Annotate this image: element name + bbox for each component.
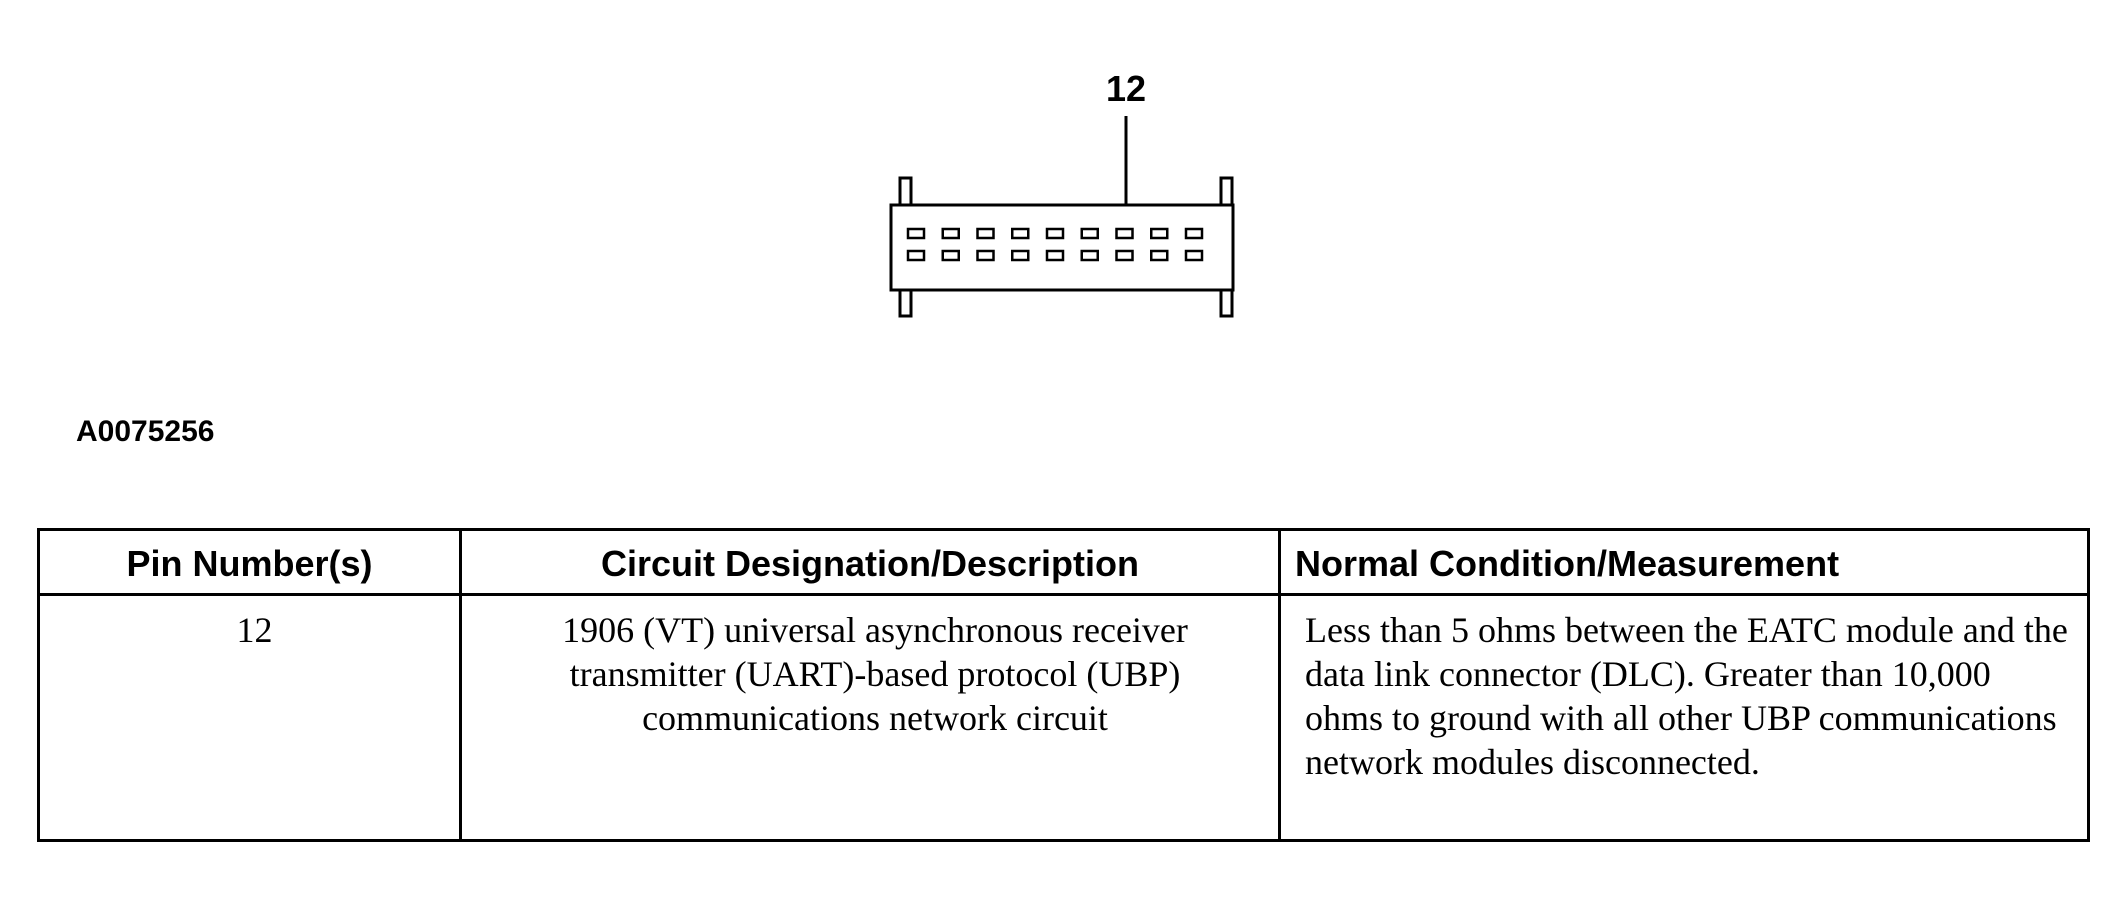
table-row: 12 1906 (VT) universal asynchronous rece… <box>37 593 2090 842</box>
header-normal-condition: Normal Condition/Measurement <box>1278 528 2090 596</box>
pin-cavity-r1-c6 <box>1080 227 1099 240</box>
connector-left-latch-bottom <box>898 286 913 318</box>
pin-cavity-r1-c4 <box>1011 227 1030 240</box>
pin-cavity-r1-c3 <box>976 227 995 240</box>
pin-cavity-r1-c2 <box>941 227 960 240</box>
header-pin-numbers: Pin Number(s) <box>37 528 462 596</box>
pin-cavity-r2-c9 <box>1184 249 1204 262</box>
pin-cavity-r2-c7 <box>1115 249 1134 262</box>
pin-cavity-r2-c8 <box>1150 249 1169 262</box>
pin-cavity-r2-c1 <box>906 249 926 262</box>
pin-cavity-r1-c7 <box>1115 227 1134 240</box>
pin-cavity-r1-c1 <box>906 227 926 240</box>
connector-body <box>889 203 1235 292</box>
cell-pin-number: 12 <box>37 593 462 842</box>
cell-normal-condition: Less than 5 ohms between the EATC module… <box>1278 593 2090 842</box>
connector-right-latch-top <box>1219 176 1234 208</box>
cell-circuit-description: 1906 (VT) universal asynchronous receive… <box>459 593 1281 842</box>
pin-cavity-r2-c2 <box>941 249 960 262</box>
figure-id: A0075256 <box>76 415 215 448</box>
pin-cavity-r2-c4 <box>1011 249 1030 262</box>
pin-table: Pin Number(s) Circuit Designation/Descri… <box>37 528 2090 842</box>
pin-cavity-r1-c8 <box>1150 227 1169 240</box>
pin-cavity-r2-c6 <box>1080 249 1099 262</box>
header-circuit-designation: Circuit Designation/Description <box>459 528 1281 596</box>
connector-pin-grid <box>906 227 1204 262</box>
pin-callout-label: 12 <box>1106 68 1146 109</box>
table-header-row: Pin Number(s) Circuit Designation/Descri… <box>37 528 2090 596</box>
pin-cavity-r2-c3 <box>976 249 995 262</box>
connector-right-latch-bottom <box>1219 286 1234 318</box>
pin-cavity-r1-c9 <box>1184 227 1204 240</box>
pin-cavity-r2-c5 <box>1045 249 1065 262</box>
pin-cavity-r1-c5 <box>1045 227 1065 240</box>
connector-left-latch-top <box>898 176 913 208</box>
